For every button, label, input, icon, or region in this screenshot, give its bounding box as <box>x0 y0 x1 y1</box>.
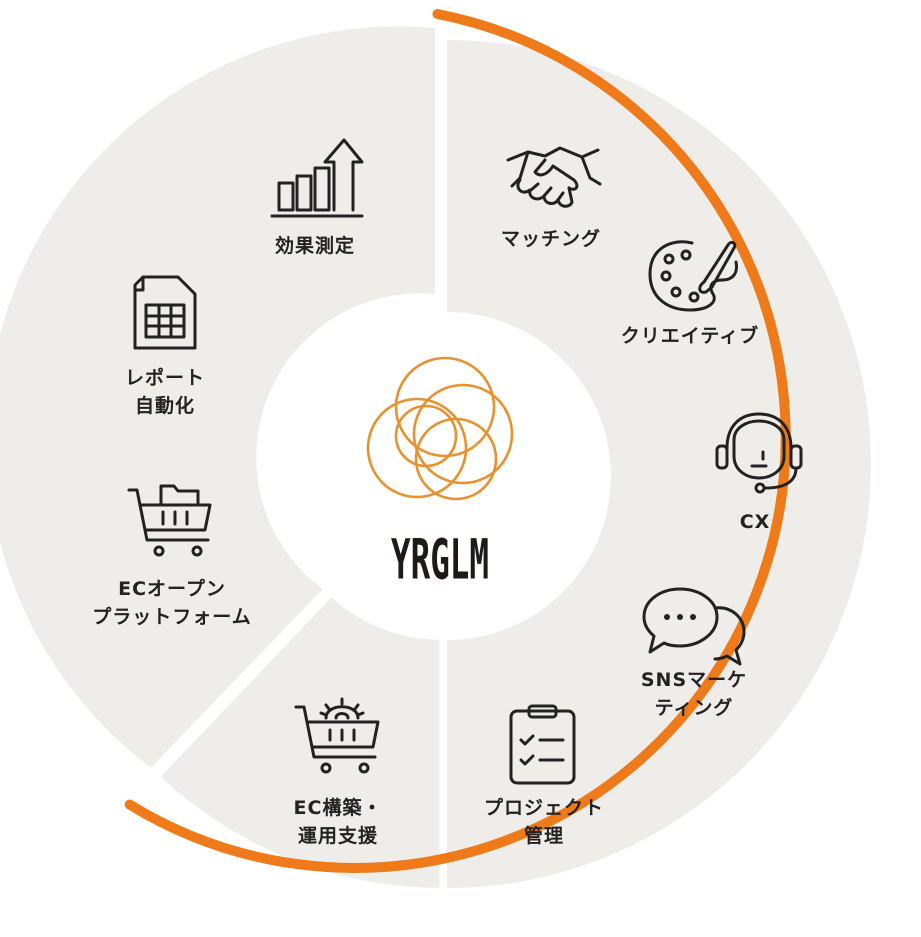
cart-gear-icon <box>294 697 380 774</box>
sector-bottom <box>160 597 440 888</box>
label-cx: CX <box>739 511 771 533</box>
chat-dots <box>664 614 696 620</box>
spreadsheet-icon <box>133 275 197 350</box>
center-circle <box>291 316 603 628</box>
palette-icon <box>648 240 738 312</box>
sector-right <box>447 40 871 888</box>
bar-chart-arrow-icon <box>270 138 364 218</box>
label-sns: SNSマーケ ティング <box>640 669 748 719</box>
headset-icon <box>715 412 803 494</box>
label-creative: クリエイティブ <box>620 325 760 347</box>
label-matching: マッチング <box>500 228 602 250</box>
handshake-icon <box>506 146 602 208</box>
sector-left <box>0 26 435 768</box>
label-report: レポート 自動化 <box>124 367 206 417</box>
label-measure: 効果測定 <box>274 235 356 257</box>
logo-wordmark: YRGLM <box>391 528 489 592</box>
label-ec-build: EC構築・ 運用支援 <box>293 797 383 847</box>
chat-bubbles-icon <box>642 587 746 666</box>
cart-folder-icon <box>127 484 212 557</box>
logo-mark <box>366 356 514 501</box>
label-project: プロジェクト 管理 <box>483 797 605 847</box>
clipboard-checklist-icon <box>509 704 576 785</box>
orange-outer-arc <box>124 9 791 873</box>
label-ec-open: ECオープン プラットフォーム <box>92 578 252 628</box>
